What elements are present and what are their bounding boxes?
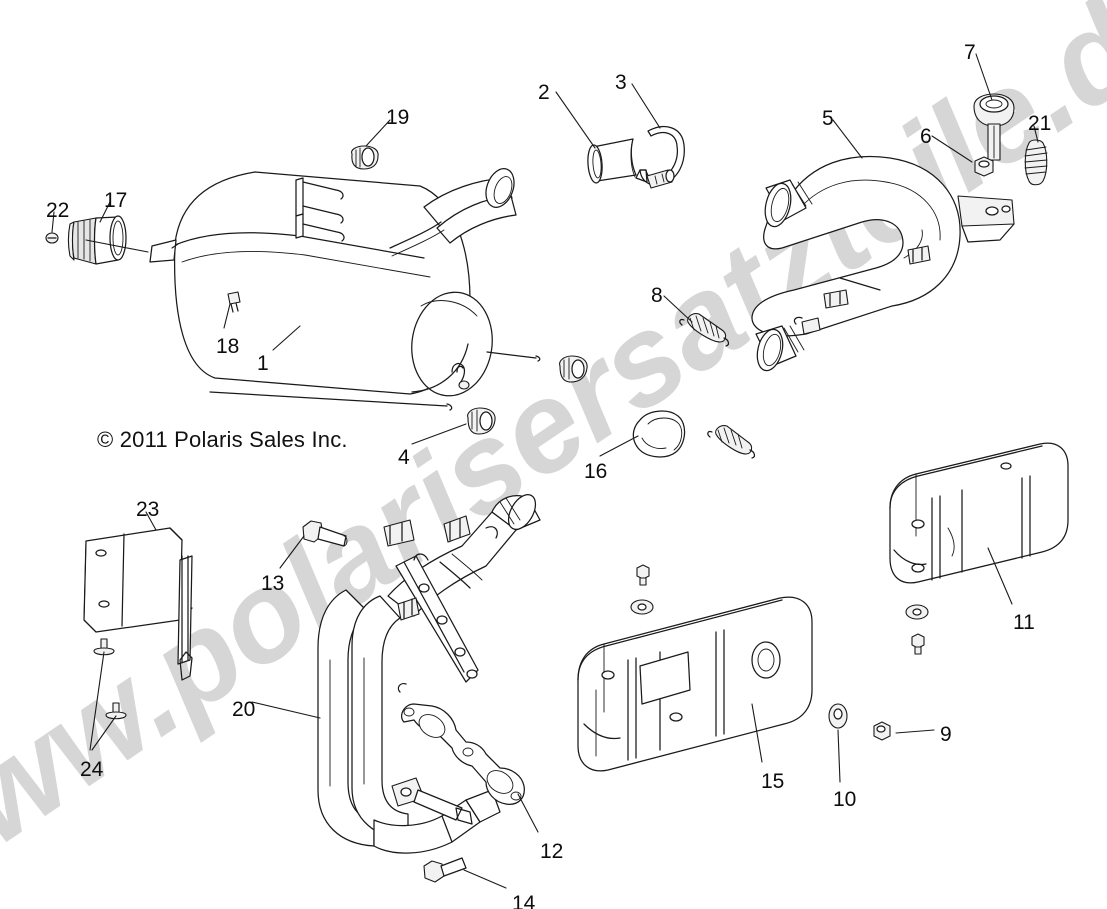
callout-exhaust-clamp: 3	[615, 71, 627, 94]
callout-hex-bolt: 14	[512, 892, 536, 909]
callout-heat-shield-lower: 15	[761, 770, 785, 793]
part-bracket-tab	[228, 292, 240, 312]
callout-heat-shield-upper: 11	[1013, 611, 1035, 634]
part-lock-nut	[975, 157, 993, 176]
callout-flange-bolt: 9	[940, 723, 952, 746]
callout-isolator-bushing: 19	[386, 106, 410, 129]
callout-rubber-grommet-mount: 7	[964, 41, 976, 64]
part-heat-shield-bracket	[84, 528, 192, 680]
callout-flat-washer: 10	[833, 788, 857, 811]
callout-exhaust-manifold-gasket: 12	[540, 840, 564, 863]
part-heat-shield-lower	[578, 597, 812, 771]
part-isolator-bushing	[352, 146, 378, 169]
callout-exhaust-spring: 8	[651, 284, 663, 307]
copyright-notice: © 2011 Polaris Sales Inc.	[97, 427, 348, 452]
part-exhaust-clamp	[636, 127, 684, 188]
callout-spark-arrestor: 17	[104, 189, 128, 212]
part-manifold-gasket	[402, 704, 525, 804]
part-spring-21	[1025, 140, 1047, 185]
callout-seal-ring: 2	[538, 81, 550, 104]
callout-resonator-pipe: 5	[822, 107, 834, 130]
callout-bracket-tab: 18	[216, 335, 240, 358]
part-resonator-pipe	[752, 157, 1014, 374]
callout-muffler-body: 1	[257, 352, 269, 375]
part-heat-shield-upper	[890, 443, 1068, 583]
callout-push-rivet: 24	[80, 758, 104, 781]
leader-lines	[52, 54, 1038, 888]
callout-screw: 22	[46, 199, 70, 222]
part-exhaust-header	[318, 490, 541, 853]
part-push-rivets	[94, 639, 126, 719]
part-isolator-mount	[468, 356, 587, 434]
part-hex-bolt-14	[424, 858, 466, 882]
part-fasteners	[631, 565, 928, 740]
part-spring-8	[680, 314, 729, 346]
callout-lock-nut: 6	[920, 125, 932, 148]
part-seal-ring	[587, 139, 636, 183]
part-grommet-mount	[974, 94, 1014, 160]
callout-exhaust-gasket: 16	[584, 460, 608, 483]
part-exhaust-gasket	[633, 411, 684, 457]
part-muffler-body	[150, 165, 540, 410]
callout-spring: 21	[1028, 112, 1052, 135]
callout-exhaust-header-pipe: 20	[232, 698, 256, 721]
callout-hex-flange-bolt: 13	[261, 572, 285, 595]
callout-heat-shield-bracket: 23	[136, 498, 160, 521]
callout-isolator-mount: 4	[398, 446, 410, 469]
part-hex-flange-bolt	[303, 521, 347, 546]
part-spring-8-lower	[708, 426, 755, 458]
